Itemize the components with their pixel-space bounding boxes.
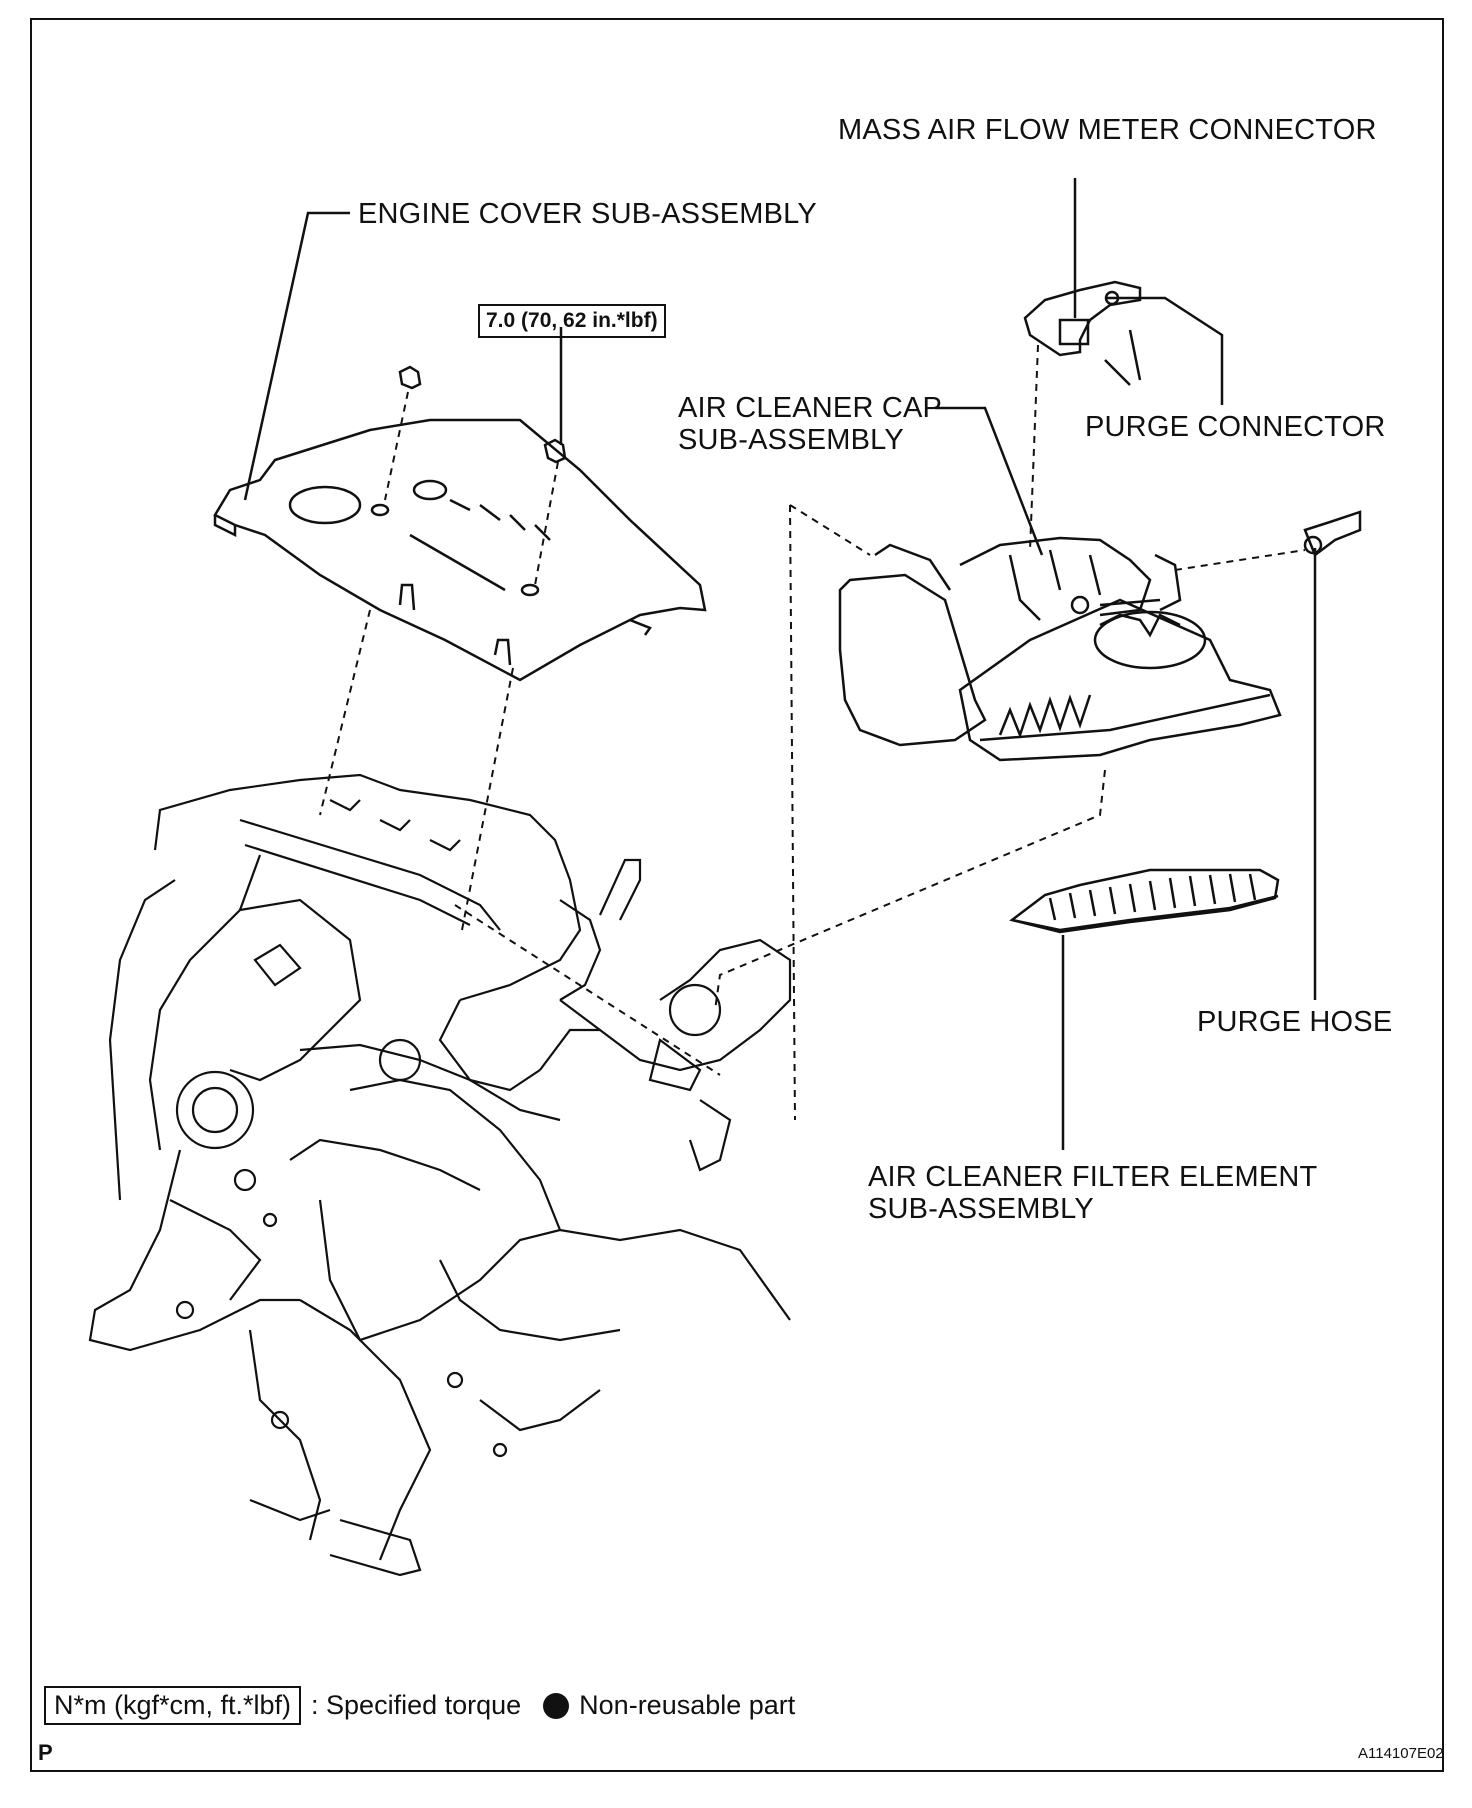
corner-letter: P — [38, 1740, 53, 1765]
legend-nonreusable-text: Non-reusable part — [579, 1690, 796, 1720]
legend-torque-text: : Specified torque — [311, 1690, 522, 1720]
dashed-assembly-lines — [319, 344, 1306, 1121]
nuts — [398, 365, 567, 464]
purge-hose-drawing — [1303, 510, 1362, 557]
diagram-frame — [30, 18, 1444, 1772]
nonreusable-dot-icon — [543, 1692, 570, 1719]
mass-air-flow-connector-drawing — [1023, 280, 1142, 386]
torque-spec-box: 7.0 (70, 62 in.*lbf) — [478, 304, 666, 338]
label-purge-connector: PURGE CONNECTOR — [1085, 411, 1386, 443]
figure-code: A114107E02 — [1358, 1745, 1444, 1762]
label-filter-element-line1: AIR CLEANER FILTER ELEMENT — [868, 1161, 1318, 1193]
label-engine-cover: ENGINE COVER SUB-ASSEMBLY — [358, 198, 817, 230]
air-cleaner-cap-drawing — [838, 536, 1282, 762]
label-air-cleaner-cap-line1: AIR CLEANER CAP — [678, 392, 943, 424]
engine-cover-drawing — [213, 418, 707, 682]
label-filter-element-line2: SUB-ASSEMBLY — [868, 1193, 1094, 1225]
legend: N*m (kgf*cm, ft.*lbf) : Specified torque… — [44, 1686, 795, 1725]
label-mass-air-flow-meter-connector: MASS AIR FLOW METER CONNECTOR — [838, 114, 1377, 146]
legend-torque-box: N*m (kgf*cm, ft.*lbf) — [44, 1686, 302, 1725]
label-air-cleaner-cap-line2: SUB-ASSEMBLY — [678, 424, 904, 456]
label-purge-hose: PURGE HOSE — [1197, 1006, 1393, 1038]
engine-block-drawing — [88, 773, 792, 1577]
filter-element-drawing — [1009, 868, 1280, 934]
leader-lines — [243, 178, 1317, 1150]
